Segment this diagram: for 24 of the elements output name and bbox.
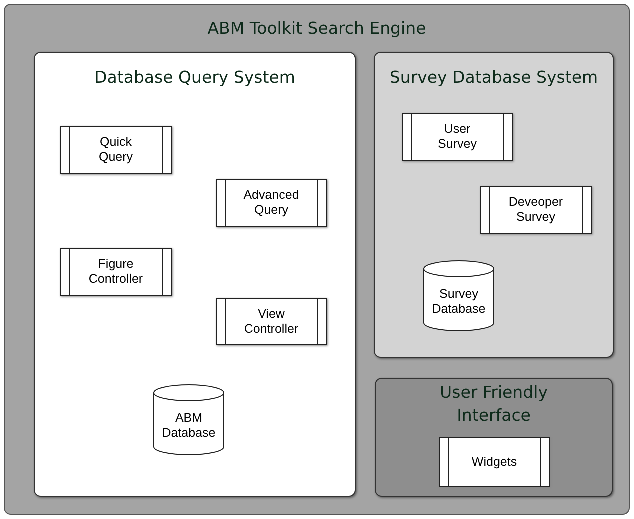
node-label: Survey Database: [431, 287, 487, 317]
process-box: [216, 298, 327, 345]
panel-title: User Friendly Interface: [439, 382, 549, 427]
subsystem-panel: [375, 378, 613, 497]
process-box: [402, 113, 513, 161]
process-box: [216, 179, 327, 227]
system-panel: [4, 4, 630, 515]
node-label: Deveoper Survey: [508, 195, 564, 225]
node-label: Advanced Query: [242, 188, 300, 218]
node-label: Figure Controller: [88, 257, 144, 287]
node-label: ABM Database: [161, 411, 217, 441]
subsystem-panel: [34, 52, 356, 497]
node-label: User Survey: [437, 122, 478, 152]
process-box: [60, 248, 172, 296]
node-label: View Controller: [243, 306, 300, 336]
node-label: Quick Query: [98, 135, 134, 165]
node-label: Widgets: [470, 454, 518, 470]
process-box: [439, 437, 550, 487]
process-box: [60, 126, 172, 174]
panel-title: Database Query System: [94, 67, 296, 89]
process-box: [480, 186, 592, 234]
panel-title: Survey Database System: [388, 67, 600, 89]
subsystem-panel: [374, 52, 614, 358]
panel-title: ABM Toolkit Search Engine: [206, 18, 428, 40]
